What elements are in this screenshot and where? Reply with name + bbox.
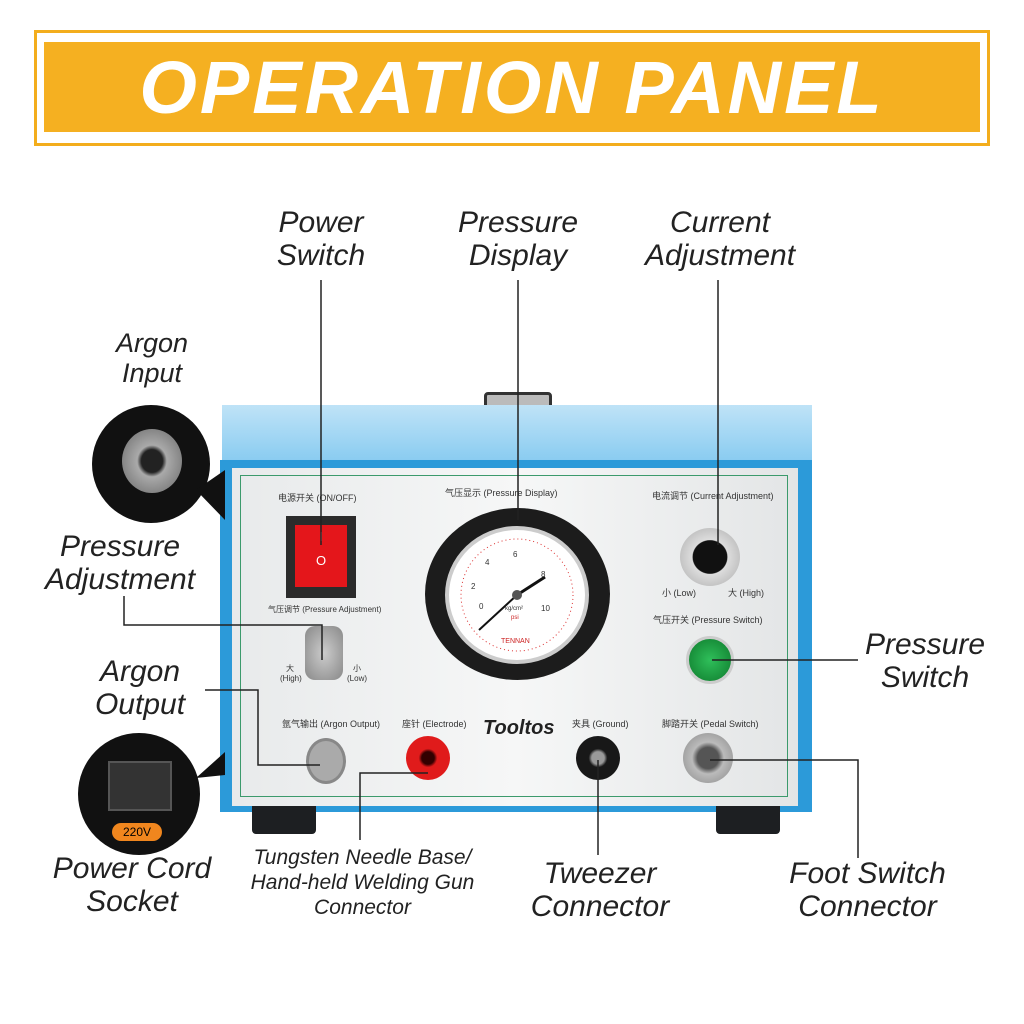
gauge-face bbox=[460, 538, 574, 652]
callout-electrode: Tungsten Needle Base/ Hand-held Welding … bbox=[250, 846, 475, 919]
banner: OPERATION PANEL bbox=[44, 42, 980, 132]
callout-power-cord-socket: Power Cord Socket bbox=[52, 852, 212, 918]
panel-frame bbox=[240, 475, 788, 797]
argon-input-inset bbox=[92, 405, 210, 523]
current-low-label: 小 (Low) bbox=[662, 588, 697, 598]
tick: 10 bbox=[541, 604, 550, 613]
pressure-adjustment-label: 气压调节 (Pressure Adjustment) bbox=[268, 605, 382, 614]
tick: 8 bbox=[541, 570, 546, 579]
pedal-connector[interactable] bbox=[683, 733, 733, 783]
ground-label: 夹具 (Ground) bbox=[572, 719, 629, 729]
pa-high-label: 大 (High) bbox=[280, 664, 302, 683]
callout-pressure-switch: Pressure Switch bbox=[864, 628, 986, 694]
power-socket[interactable] bbox=[108, 761, 172, 811]
gauge-maker: TENNAN bbox=[501, 638, 530, 645]
callout-argon-output: Argon Output bbox=[94, 655, 186, 721]
pa-low-label: 小 (Low) bbox=[347, 664, 368, 683]
callout-pressure-adjustment: Pressure Adjustment bbox=[44, 530, 196, 596]
pressure-display-label: 气压显示 (Pressure Display) bbox=[445, 488, 558, 498]
pressure-adjust-valve[interactable] bbox=[305, 626, 343, 680]
gauge-unit: kg/cm² bbox=[505, 606, 523, 612]
argon-output-label: 氩气输出 (Argon Output) bbox=[282, 719, 381, 729]
argon-output-port[interactable] bbox=[306, 738, 346, 784]
callout-tweezer: Tweezer Connector bbox=[530, 857, 670, 923]
current-label: 电流调节 (Current Adjustment) bbox=[652, 491, 774, 501]
gauge-unit2: psi bbox=[511, 615, 519, 621]
tick: 6 bbox=[513, 550, 518, 559]
banner-title: OPERATION PANEL bbox=[139, 45, 885, 129]
electrode-label: 座针 (Electrode) bbox=[402, 719, 467, 729]
current-knob[interactable] bbox=[680, 528, 740, 586]
pressure-switch-label: 气压开关 (Pressure Switch) bbox=[653, 615, 763, 625]
power-label: 电源开关 (ON/OFF) bbox=[278, 493, 357, 503]
power-cord-inset: 220V bbox=[78, 733, 200, 855]
off-mark: O bbox=[315, 553, 327, 568]
callout-argon-input: Argon Input bbox=[115, 328, 189, 388]
tick: 2 bbox=[471, 582, 476, 591]
pedal-label: 脚踏开关 (Pedal Switch) bbox=[662, 719, 759, 729]
pressure-gauge: 0 2 4 6 8 10 kg/cm² psi TENNAN bbox=[445, 526, 589, 664]
current-high-label: 大 (High) bbox=[728, 588, 765, 598]
brand-logo: Tooltos bbox=[483, 717, 555, 739]
argon-input-port[interactable] bbox=[122, 429, 182, 493]
callout-pressure-display: Pressure Display bbox=[457, 206, 579, 272]
voltage-label: 220V bbox=[112, 823, 162, 841]
tick: 4 bbox=[485, 558, 490, 567]
callout-power-switch: Power Switch bbox=[276, 206, 366, 272]
callout-current-adjustment: Current Adjustment bbox=[644, 206, 796, 272]
callout-foot-switch: Foot Switch Connector bbox=[789, 857, 946, 923]
tick: 0 bbox=[479, 602, 484, 611]
